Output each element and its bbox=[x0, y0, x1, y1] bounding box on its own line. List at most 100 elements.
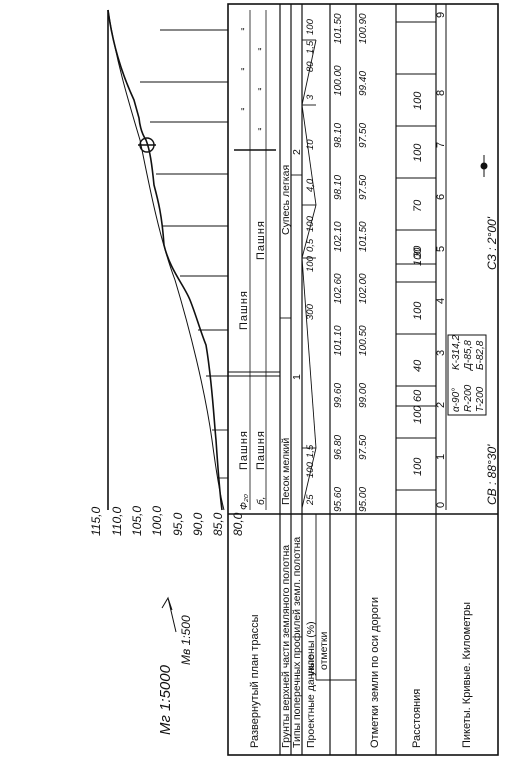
plan-field-label: Пашня bbox=[238, 430, 250, 470]
elevation-label: 105,0 bbox=[130, 506, 144, 536]
vertical-scale-label: Mв 1:500 bbox=[179, 615, 193, 665]
slope-value: 4,0 bbox=[305, 178, 316, 192]
picket-lines bbox=[140, 29, 228, 479]
picket-number: 5 bbox=[435, 246, 447, 252]
plan-side-label: Ф₂₀ bbox=[239, 494, 250, 510]
plan-ditto: " bbox=[241, 107, 245, 118]
row-label-design-data: Проектные данные bbox=[305, 654, 317, 748]
design-mark: 98.10 bbox=[333, 123, 344, 148]
distance-value: 100 bbox=[412, 91, 424, 110]
slopes-row: 25 100 1,5 300 100 0,5 100 4,0 10 3 80 1… bbox=[301, 18, 317, 509]
profile-area bbox=[107, 9, 228, 511]
design-mark: 100.00 bbox=[333, 65, 344, 96]
row-label-distances: Расстояния bbox=[411, 689, 423, 748]
plan-row: Пашня Пашня Пашня Пашня Ф₂₀ б, " " " " "… bbox=[228, 10, 280, 510]
elevation-label: 115,0 bbox=[89, 507, 103, 536]
slope-value: 1,5 bbox=[305, 444, 316, 458]
curve-box bbox=[447, 334, 487, 416]
ground-mark: 97.50 bbox=[358, 123, 369, 148]
plan-field-label: Пашня bbox=[255, 220, 267, 260]
soil-sand: Песок мелкий bbox=[280, 438, 292, 505]
design-line bbox=[107, 9, 225, 511]
scale-arrow bbox=[161, 596, 177, 633]
design-mark: 99.60 bbox=[333, 383, 344, 408]
design-mark: 95.60 bbox=[333, 487, 344, 512]
elevation-label: 85,0 bbox=[211, 512, 225, 536]
row-label-soils: Грунты верхней части земляного полотна bbox=[280, 545, 292, 748]
elevation-label: 90,0 bbox=[191, 512, 205, 536]
slope-value: 100 bbox=[305, 215, 316, 232]
plan-field-label: Пашня bbox=[238, 290, 250, 330]
curve-k: K-314,2 bbox=[451, 335, 462, 370]
design-mark: 102.10 bbox=[333, 221, 344, 252]
bearing: СВ : 88°30' bbox=[485, 444, 499, 505]
ground-mark: 100.90 bbox=[358, 13, 369, 44]
elevation-label: 110,0 bbox=[110, 507, 124, 536]
slope-value: 1,5 bbox=[305, 40, 316, 54]
distance-value: 60 bbox=[412, 389, 424, 402]
picket-number: 2 bbox=[435, 402, 447, 408]
slope-value: 0,5 bbox=[305, 238, 316, 252]
slope-value: 80 bbox=[305, 61, 316, 72]
row-label-plan: Развернутый план трассы bbox=[249, 614, 261, 748]
soil-loam: Супесь легкая bbox=[280, 165, 292, 235]
plan-ditto: " bbox=[258, 127, 262, 138]
slope-value: 100 bbox=[305, 461, 316, 478]
slope-value: 300 bbox=[305, 303, 316, 320]
plan-ditto: " bbox=[241, 67, 245, 78]
slope-value: 3 bbox=[305, 94, 316, 100]
ground-mark: 97.50 bbox=[358, 435, 369, 460]
row-label-slopes: уклоны (%) bbox=[305, 621, 317, 676]
distance-value: 100 bbox=[412, 405, 424, 424]
curve-t: T-200 bbox=[475, 386, 486, 412]
picket-number: 7 bbox=[435, 142, 447, 148]
picket-number: 9 bbox=[435, 12, 447, 18]
slope-value: 25 bbox=[305, 494, 316, 506]
design-mark: 101.50 bbox=[333, 13, 344, 44]
slope-value: 10 bbox=[305, 139, 316, 150]
ground-mark: 99.00 bbox=[358, 383, 369, 408]
data-table: Развернутый план трассы Грунты верхней ч… bbox=[227, 3, 499, 756]
plan-ditto: " bbox=[241, 27, 245, 38]
design-marks-row: 95.60 96.80 99.60 101.10 102.60 102.10 9… bbox=[333, 13, 344, 512]
row-label-ground-marks: Отметки земли по оси дороги bbox=[369, 597, 381, 748]
picket-number: 4 bbox=[435, 298, 447, 304]
distance-value: 30 bbox=[412, 245, 424, 258]
row-label-pickets: Пикеты. Кривые. Километры bbox=[461, 602, 473, 748]
slope-value: 100 bbox=[305, 255, 316, 272]
picket-number: 3 bbox=[435, 350, 447, 356]
distance-value: 100 bbox=[412, 457, 424, 476]
curve-r: R-200 bbox=[463, 384, 474, 412]
ground-marks-row: 95.00 97.50 99.00 100.50 102.00 101.50 9… bbox=[358, 13, 369, 512]
elevation-scale: 115,0 110,0 105,0 100,0 95,0 90,0 85,0 8… bbox=[89, 506, 245, 536]
slope-value: 100 bbox=[305, 18, 316, 35]
distance-value: 100 bbox=[412, 247, 424, 266]
ground-mark: 95.00 bbox=[358, 487, 369, 512]
ground-mark: 100.50 bbox=[358, 325, 369, 356]
ground-mark: 102.00 bbox=[358, 273, 369, 304]
picket-number: 1 bbox=[435, 454, 447, 460]
plan-ditto: " bbox=[258, 87, 262, 98]
picket-number: 6 bbox=[435, 194, 447, 200]
ground-mark: 101.50 bbox=[358, 221, 369, 252]
pickets-row: 0 1 2 3 4 5 6 7 8 9 α-90° K-314,2 R-200 … bbox=[435, 4, 499, 510]
plan-ditto: " bbox=[258, 47, 262, 58]
picket-number: 8 bbox=[435, 90, 447, 96]
ground-line bbox=[107, 9, 223, 511]
ground-mark: 97.50 bbox=[358, 175, 369, 200]
curve-alpha: α-90° bbox=[451, 388, 462, 412]
row-label-design-marks: отметки bbox=[318, 631, 330, 670]
cross-section-type: 2 bbox=[291, 149, 303, 155]
curve-d: Д-85,8 bbox=[463, 340, 474, 371]
distance-value: 100 bbox=[412, 143, 424, 162]
bearing: СЗ : 2°00' bbox=[485, 216, 499, 270]
design-mark: 101.10 bbox=[333, 325, 344, 356]
elevation-label: 100,0 bbox=[150, 506, 164, 536]
cross-section-type: 1 bbox=[291, 374, 303, 380]
elevation-label: 80,0 bbox=[231, 512, 245, 536]
plan-side-label: б, bbox=[255, 497, 267, 505]
curve-b: Б-82,8 bbox=[475, 340, 486, 370]
horizontal-scale-label: Mг 1:5000 bbox=[157, 664, 174, 735]
